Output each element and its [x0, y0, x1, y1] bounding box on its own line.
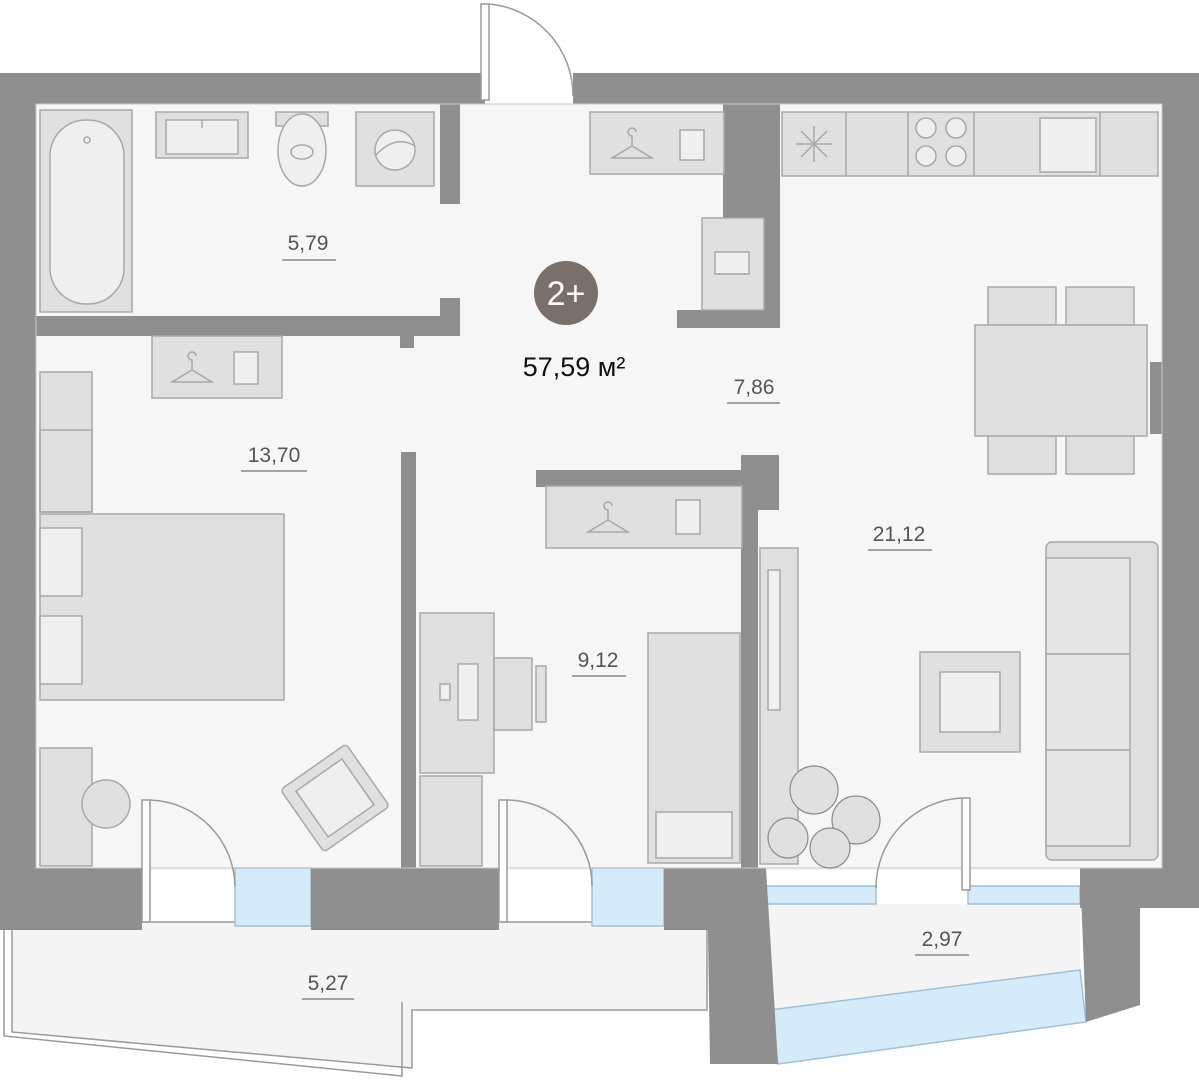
plant-icon — [767, 765, 881, 869]
furniture — [39, 109, 1159, 869]
armchair — [281, 744, 389, 852]
floor-areas — [11, 104, 1162, 1069]
bedroom-wardrobe — [151, 335, 283, 399]
doors — [141, 3, 971, 923]
total-area: 57,59 м² — [523, 352, 626, 382]
room-labels: 5,79 7,86 13,70 9,12 21,12 5,27 2,97 — [241, 232, 969, 1000]
toilet — [275, 111, 329, 187]
stove-icon — [915, 117, 967, 167]
window-bedroom — [234, 867, 312, 927]
entrance-door — [480, 3, 574, 101]
area-bedroom: 13,70 — [248, 444, 301, 467]
rooms-badge — [534, 261, 598, 325]
bedroom-shelving — [39, 371, 93, 513]
walls — [0, 73, 1199, 1064]
balcony-left-floor — [11, 921, 708, 1069]
bed — [39, 513, 285, 701]
balcony-left-rail — [3, 926, 403, 1077]
dining-table — [974, 286, 1148, 475]
window-study — [591, 867, 665, 927]
sofa — [1045, 541, 1159, 861]
hall-wardrobe — [589, 111, 725, 175]
area-bathroom: 5,79 — [288, 232, 329, 255]
window-living-right — [967, 885, 1081, 905]
study-balcony-door — [498, 799, 593, 923]
tv-unit — [759, 547, 799, 865]
area-living-kitchen: 21,12 — [873, 523, 926, 546]
rooms-badge-label: 2+ — [547, 275, 586, 313]
desk — [419, 612, 547, 774]
sink-unit — [155, 111, 249, 159]
fridge-icon — [796, 126, 832, 162]
area-balcony-right: 2,97 — [922, 928, 963, 951]
window-living-left — [762, 885, 877, 905]
area-study: 9,12 — [578, 649, 619, 672]
study-wardrobe — [545, 485, 743, 549]
study-cabinet — [419, 775, 483, 867]
bedroom-balcony-door — [141, 799, 236, 923]
coffee-table — [919, 651, 1021, 753]
area-hall: 7,86 — [734, 376, 775, 399]
kitchen-counter — [781, 111, 1159, 177]
washing-machine — [355, 111, 435, 187]
bathtub — [39, 109, 133, 313]
living-balcony-door — [875, 797, 971, 891]
stool — [81, 779, 131, 829]
balcony-right-floor — [766, 904, 1080, 1010]
area-balcony-left: 5,27 — [308, 972, 349, 995]
study-bed — [647, 632, 741, 864]
hall-cabinet — [701, 217, 765, 311]
